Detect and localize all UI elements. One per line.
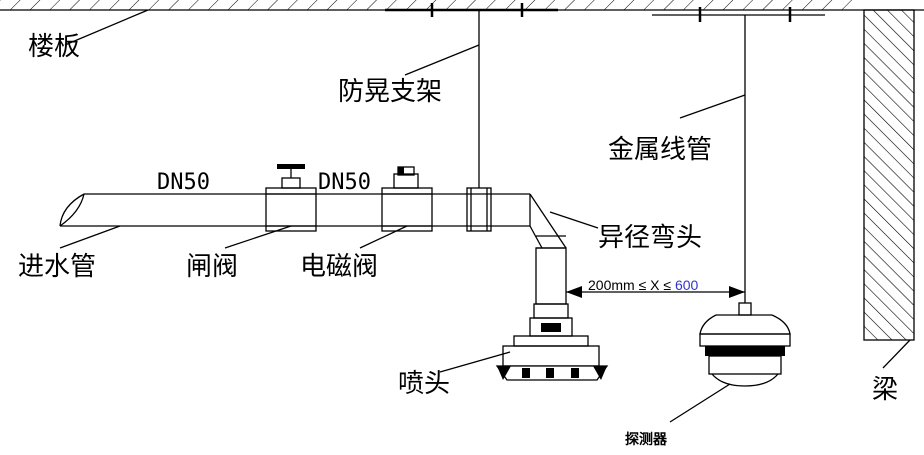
leader-lines bbox=[59, 9, 911, 423]
metal-conduit bbox=[652, 7, 825, 303]
reducer-elbow bbox=[529, 193, 567, 249]
pipe-clamp bbox=[466, 187, 492, 232]
solenoid-valve-label: 电磁阀 bbox=[300, 252, 378, 282]
anti-sway-bracket bbox=[385, 3, 558, 188]
distance-dimension bbox=[566, 286, 745, 298]
inlet-pipe bbox=[59, 193, 530, 227]
smoke-detector bbox=[699, 302, 791, 387]
dimension-label: 200mm ≤ X ≤ 600 bbox=[588, 277, 699, 293]
reducer-elbow-label: 异径弯头 bbox=[598, 223, 702, 253]
floor-slab-label: 楼板 bbox=[28, 32, 80, 62]
dn50-left-label: DN50 bbox=[157, 170, 210, 195]
sprinkler-nozzle bbox=[495, 247, 609, 381]
beam bbox=[863, 9, 915, 341]
inlet-pipe-label: 进水管 bbox=[18, 252, 96, 282]
anti-sway-bracket-label: 防晃支架 bbox=[338, 77, 442, 107]
solenoid-valve bbox=[381, 166, 433, 232]
dimension-value: 600 bbox=[675, 277, 699, 293]
floor-slab bbox=[0, 0, 924, 11]
detector-label: 探测器 bbox=[625, 431, 668, 448]
gate-valve bbox=[265, 164, 317, 232]
dn50-right-label: DN50 bbox=[318, 170, 371, 195]
metal-conduit-label: 金属线管 bbox=[608, 135, 712, 165]
dimension-prefix: 200mm ≤ X ≤ bbox=[588, 277, 675, 293]
gate-valve-label: 闸阀 bbox=[186, 252, 238, 282]
nozzle-label: 喷头 bbox=[398, 369, 450, 399]
beam-label: 梁 bbox=[872, 375, 898, 405]
